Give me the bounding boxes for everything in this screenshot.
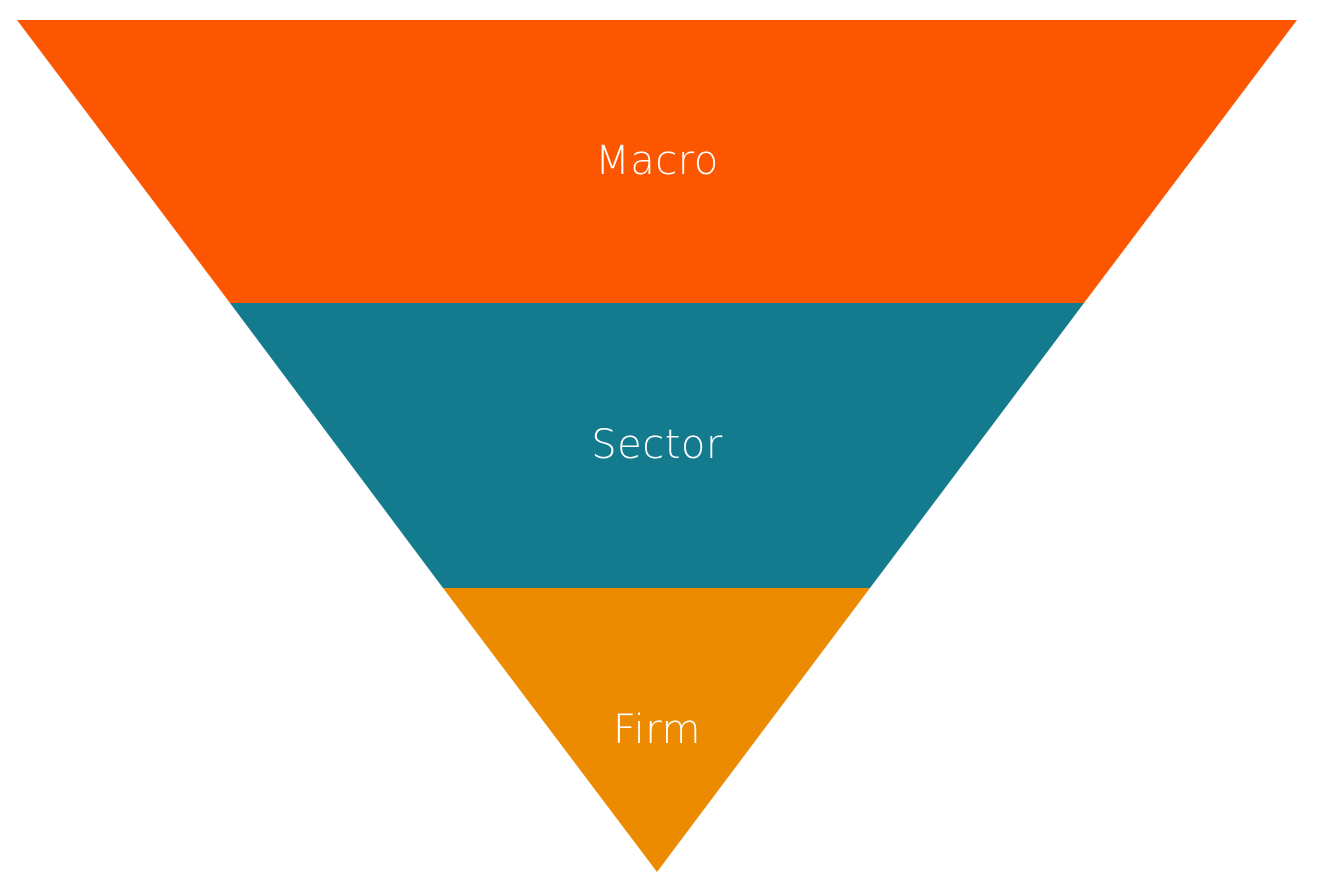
funnel-level-firm (443, 588, 870, 872)
funnel-level-macro (17, 20, 1297, 303)
funnel-level-sector (230, 303, 1084, 588)
funnel-label-macro: Macro (595, 138, 719, 184)
funnel-label-sector: Sector (591, 422, 723, 468)
funnel-label-firm: Firm (613, 707, 701, 753)
